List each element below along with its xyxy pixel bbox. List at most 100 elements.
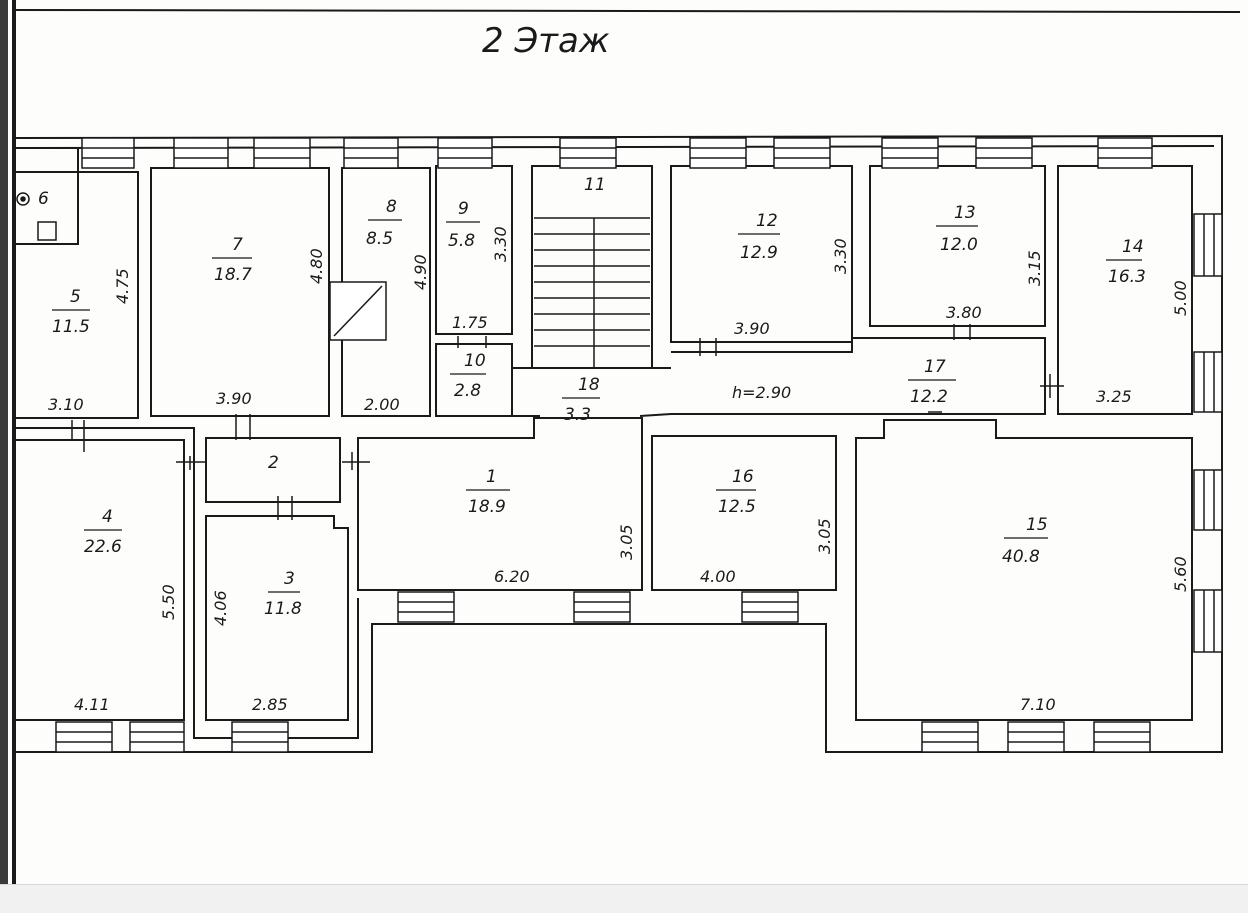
window-bottom-5 bbox=[573, 591, 631, 623]
dim-3-10: 3.10 bbox=[48, 395, 84, 414]
room-5-outline bbox=[16, 171, 139, 419]
room-14-area: 16.3 bbox=[1108, 267, 1146, 287]
room-9-number: 9 bbox=[458, 199, 469, 219]
room-9-area: 5.8 bbox=[448, 231, 475, 251]
room-3-outline bbox=[205, 515, 349, 721]
room-15-number: 15 bbox=[1026, 515, 1048, 535]
dim-2-00: 2.00 bbox=[364, 395, 400, 414]
room-10-outline bbox=[435, 343, 513, 417]
room-15-area: 40.8 bbox=[1002, 547, 1040, 567]
dim-7-10: 7.10 bbox=[1020, 695, 1056, 714]
windows-bottom bbox=[55, 591, 1151, 753]
dim-4-06: 4.06 bbox=[211, 590, 230, 626]
dim-3-30-b: 3.30 bbox=[831, 238, 850, 274]
room-4-area: 22.6 bbox=[84, 537, 122, 557]
fixture-circle-icon bbox=[16, 192, 30, 206]
window-top-9 bbox=[881, 137, 939, 169]
room-1-number: 1 bbox=[486, 467, 497, 487]
windows-right bbox=[1193, 213, 1223, 653]
window-top-4 bbox=[343, 137, 399, 169]
dim-3-80: 3.80 bbox=[946, 303, 982, 322]
room-6-fixtures bbox=[16, 192, 57, 241]
window-bottom-6 bbox=[741, 591, 799, 623]
room-16-number: 16 bbox=[732, 467, 754, 487]
dim-3-30-a: 3.30 bbox=[491, 226, 510, 262]
room-12-number: 12 bbox=[756, 211, 778, 231]
dim-4-00: 4.00 bbox=[700, 567, 736, 586]
room-18-outline bbox=[512, 367, 672, 417]
dim-3-15: 3.15 bbox=[1025, 250, 1044, 286]
windows-top bbox=[81, 137, 1153, 169]
room-6-outline bbox=[16, 147, 79, 245]
dim-5-60: 5.60 bbox=[1171, 556, 1190, 592]
binding-edge bbox=[0, 0, 8, 884]
dim-3-90-b: 3.90 bbox=[734, 319, 770, 338]
room-13-area: 12.0 bbox=[940, 235, 978, 255]
top-border-line bbox=[13, 9, 1241, 13]
outer-wall-outline bbox=[15, 134, 1223, 753]
dim-5-00: 5.00 bbox=[1171, 280, 1190, 316]
room-7-area: 18.7 bbox=[214, 265, 252, 285]
dim-3-05-a: 3.05 bbox=[617, 524, 636, 560]
room-3-area: 11.8 bbox=[264, 599, 302, 619]
room-outlines bbox=[16, 147, 1193, 739]
window-bottom-9 bbox=[1093, 721, 1151, 753]
dim-2-85: 2.85 bbox=[252, 695, 288, 714]
floor-title: 2 Этаж bbox=[482, 21, 610, 61]
bottom-bar bbox=[0, 884, 1248, 913]
dim-6-20: 6.20 bbox=[494, 567, 530, 586]
room-8-number: 8 bbox=[386, 197, 397, 217]
room-6-number: 6 bbox=[38, 189, 49, 209]
room-3-number: 3 bbox=[284, 569, 295, 589]
window-bottom-7 bbox=[921, 721, 979, 753]
staircase bbox=[534, 217, 650, 368]
window-bottom-4 bbox=[397, 591, 455, 623]
room-12-outline bbox=[670, 165, 853, 343]
window-right-1 bbox=[1193, 213, 1223, 277]
window-top-3 bbox=[253, 137, 311, 169]
dim-1-75: 1.75 bbox=[452, 313, 488, 332]
dimension-labels: 4.75 3.10 4.80 3.90 4.90 2.00 3.30 1.75 … bbox=[48, 226, 1190, 714]
room-1-outline bbox=[357, 417, 643, 591]
room-10-area: 2.8 bbox=[454, 381, 481, 401]
dim-3-25: 3.25 bbox=[1096, 387, 1132, 406]
window-top-6 bbox=[559, 137, 617, 169]
room-5-number: 5 bbox=[70, 287, 81, 307]
room-17-number: 17 bbox=[924, 357, 946, 377]
room-18-area: 3.3 bbox=[564, 405, 591, 425]
window-top-7 bbox=[689, 137, 747, 169]
window-top-2 bbox=[173, 137, 229, 169]
dim-3-90-a: 3.90 bbox=[216, 389, 252, 408]
door-marks bbox=[71, 324, 1064, 520]
window-right-2 bbox=[1193, 351, 1223, 413]
room-4-outline bbox=[16, 439, 185, 721]
dim-4-75: 4.75 bbox=[113, 268, 132, 304]
window-bottom-2 bbox=[129, 721, 185, 753]
walls bbox=[15, 134, 1223, 753]
room-16-area: 12.5 bbox=[718, 497, 756, 517]
room-11-number: 11 bbox=[584, 175, 606, 195]
floor-plan-drawing: 2 Этаж bbox=[0, 0, 1241, 884]
room-2-number: 2 bbox=[268, 453, 279, 473]
dim-4-80: 4.80 bbox=[307, 248, 326, 284]
dim-h-2-90: h=2.90 bbox=[732, 383, 791, 402]
room-16-outline bbox=[651, 435, 837, 591]
room-13-number: 13 bbox=[954, 203, 976, 223]
window-top-1 bbox=[81, 137, 135, 169]
room-15-outline bbox=[855, 419, 1193, 721]
room-10-number: 10 bbox=[464, 351, 486, 371]
room-17-outline bbox=[671, 337, 1046, 415]
shaft-symbol bbox=[329, 281, 387, 341]
dim-5-50: 5.50 bbox=[159, 584, 178, 620]
room-labels: 1 18.9 2 3 11.8 4 22.6 5 11.5 6 7 18.7 8… bbox=[38, 175, 1146, 619]
lower-corridor-wall bbox=[16, 427, 359, 739]
room-8-area: 8.5 bbox=[366, 229, 393, 249]
room-11-outline bbox=[531, 165, 653, 369]
dim-3-05-b: 3.05 bbox=[815, 518, 834, 554]
window-bottom-3 bbox=[231, 721, 289, 753]
fixture-square-icon bbox=[37, 221, 57, 241]
window-bottom-8 bbox=[1007, 721, 1065, 753]
room-2-outline bbox=[205, 437, 341, 503]
window-right-3 bbox=[1193, 469, 1223, 531]
window-top-8 bbox=[773, 137, 831, 169]
